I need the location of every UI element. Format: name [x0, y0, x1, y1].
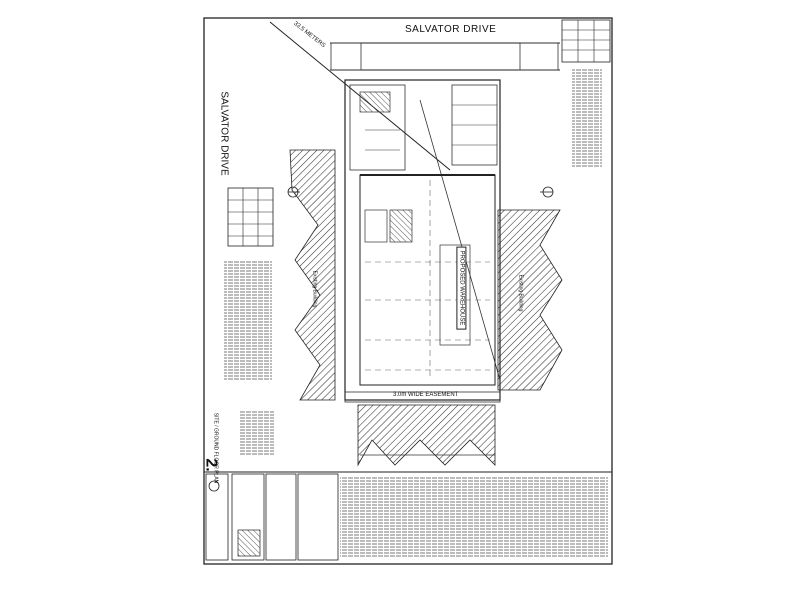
- section-marker-right: [540, 186, 554, 198]
- notes-right-top: [572, 68, 602, 168]
- existing-building-bottom: [357, 404, 496, 467]
- existing-building-right: [497, 209, 563, 391]
- notes-left-block: [224, 260, 272, 380]
- site-boundary: [344, 79, 501, 401]
- parking-area: [349, 84, 498, 171]
- warehouse-floor: [359, 174, 496, 386]
- section-marker-left: [287, 186, 300, 198]
- revision-table: [561, 19, 611, 63]
- street-label-left: SALVATOR DRIVE: [218, 91, 230, 176]
- title-block: [204, 471, 612, 561]
- existing-building-left: [289, 149, 336, 401]
- street-label-top: SALVATOR DRIVE: [405, 24, 497, 35]
- area-schedule-table: [227, 187, 274, 247]
- existing-building-label-right: Existing Building: [517, 274, 524, 312]
- sheet-title-strip: SITE / GROUND FLOOR PLAN: [212, 412, 219, 484]
- easement-label: 3.0m WIDE EASEMENT: [393, 392, 459, 398]
- proposed-building-label: PROPOSED WAREHOUSE: [456, 246, 467, 330]
- sheet-number: 2.: [202, 458, 220, 472]
- easement-strip: [344, 391, 501, 403]
- boundary-diagonal: [419, 99, 501, 381]
- notes-lower-left: [240, 410, 274, 455]
- road-salvator-top: [330, 42, 560, 71]
- existing-building-label-left: Existing Building: [311, 270, 318, 308]
